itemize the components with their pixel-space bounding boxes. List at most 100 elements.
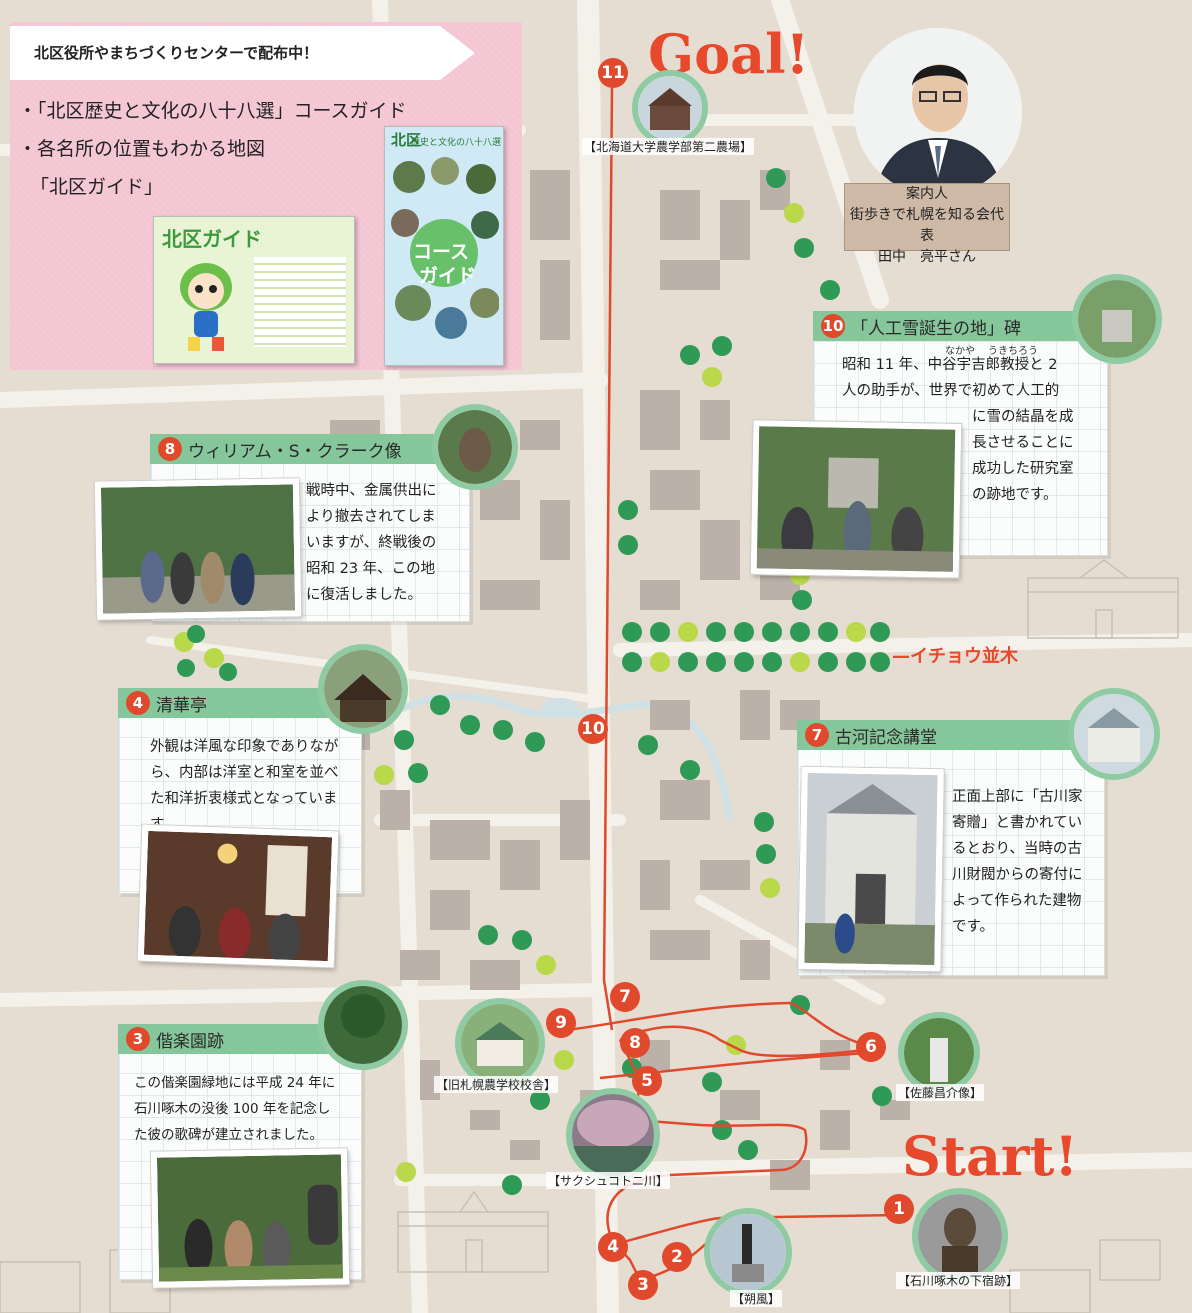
spot-3-line-3: た彼の歌碑が建立されました。 <box>134 1127 323 1143</box>
guide-caption-line-1: 案内人 <box>906 186 948 202</box>
route-marker-1: 1 <box>884 1194 914 1224</box>
route-marker-4: 4 <box>598 1232 628 1262</box>
ishikawa-label: 【石川啄木の下宿跡】 <box>896 1272 1021 1289</box>
spot-8-desc: 戦時中、金属供出に より撤去されてしま いますが、終戦後の 昭和 23 年、この… <box>306 478 437 608</box>
spot-8-line-1: 戦時中、金属供出に <box>306 483 437 499</box>
spot-7-desc: 正面上部に「古川家 寄贈」と書かれてい るとおり、当時の古 川財閥からの寄付に … <box>952 784 1083 940</box>
spot-10-desc-bottom: に雪の結晶を成 長させることに 成功した研究室 の跡地です。 <box>972 404 1074 508</box>
spot-8-line-5: に復活しました。 <box>306 587 422 603</box>
spot-7-photo <box>798 766 944 972</box>
route-marker-8: 8 <box>620 1028 650 1058</box>
spot-3-desc: この偕楽園緑地には平成 24 年に 石川啄木の没後 100 年を記念し た彼の歌… <box>134 1070 335 1148</box>
course-booklet-title-1: コース <box>413 241 470 263</box>
trees <box>174 168 892 1195</box>
spot-7-thumb <box>1068 688 1160 780</box>
spot-3-header: 3 偕楽園跡 <box>118 1024 334 1054</box>
spot-7-title: 古河記念講堂 <box>835 727 937 748</box>
kita-guide-booklet: 北区ガイド <box>153 216 355 364</box>
spot-4-thumb <box>318 644 408 734</box>
info-line-3: 「北区ガイド」 <box>30 176 164 198</box>
spot-10-header: 10 「人工雪誕生の地」碑 <box>813 311 1113 341</box>
spot-4-line-2: ら、内部は洋室と和室を並べ <box>150 765 339 781</box>
spot-10-line-6: の跡地です。 <box>972 487 1058 503</box>
course-guide-booklet: 北区 歴史と文化の八十八選 コース ガイド <box>384 126 504 366</box>
spot-10-line-4: 長させることに <box>972 435 1074 451</box>
spot-10-thumb <box>1072 274 1162 364</box>
spot-7-line-3: るとおり、当時の古 <box>952 841 1082 857</box>
spot-10-ruby-1: なかや <box>945 346 975 357</box>
spot-3-line-2: 石川啄木の没後 100 年を記念し <box>134 1101 331 1117</box>
route-marker-11: 11 <box>598 58 628 88</box>
spot-8-number: 8 <box>158 437 182 461</box>
distribution-info-panel: 北区役所やまちづくりセンターで配布中！ ・「北区歴史と文化の八十八選」コースガイ… <box>10 22 522 370</box>
farm-thumb <box>632 70 708 146</box>
start-text: Start! <box>902 1124 1079 1188</box>
spot-10-title: 「人工雪誕生の地」碑 <box>851 318 1021 339</box>
spot-3-thumb <box>318 980 408 1070</box>
route-marker-2: 2 <box>662 1242 692 1272</box>
course-photos-collage <box>391 157 499 339</box>
farm-label: 【北海道大学農学部第二農場】 <box>582 138 755 155</box>
spot-10-line-5: 成功した研究室 <box>972 461 1074 477</box>
spot-10-photo <box>750 420 962 578</box>
spot-7-header: 7 古河記念講堂 <box>797 720 1103 750</box>
sakushu-thumb <box>566 1088 660 1182</box>
spot-4-title: 清華亭 <box>156 695 207 716</box>
info-banner-text: 北区役所やまちづくりセンターで配布中！ <box>34 44 319 62</box>
info-line-2: ・各名所の位置もわかる地図 <box>18 138 266 160</box>
spot-4-line-1: 外観は洋風な印象でありなが <box>150 739 339 755</box>
spot-3-line-1: この偕楽園緑地には平成 24 年に <box>134 1075 336 1091</box>
person-icon <box>854 28 1022 196</box>
banner-arrow <box>10 26 475 80</box>
route-marker-9: 9 <box>546 1008 576 1038</box>
spot-10-ruby-2: うきちろう <box>988 346 1038 357</box>
mascot-icon <box>180 263 232 351</box>
course-booklet-title-2: ガイド <box>419 265 477 287</box>
guide-caption-line-3: 田中 亮平さん <box>878 249 976 265</box>
spot-4-desc: 外観は洋風な印象でありなが ら、内部は洋室と和室を並べ た和洋折衷様式となってい… <box>150 734 339 838</box>
spot-10-line-3: に雪の結晶を成 <box>972 409 1074 425</box>
ishikawa-thumb <box>912 1188 1008 1284</box>
sato-thumb <box>898 1012 980 1094</box>
spot-7-line-6: です。 <box>952 919 995 935</box>
spot-7-line-2: 寄贈」と書かれてい <box>952 815 1083 831</box>
spot-8-line-4: 昭和 23 年、この地 <box>306 561 436 577</box>
spot-7-line-5: よって作られた建物 <box>952 893 1082 909</box>
kyuusha-thumb <box>455 998 545 1088</box>
route-marker-6: 6 <box>856 1032 886 1062</box>
spot-4-number: 4 <box>126 691 150 715</box>
route-marker-5: 5 <box>632 1066 662 1096</box>
sato-label: 【佐藤昌介像】 <box>896 1084 985 1101</box>
spot-4-line-4: す。 <box>150 817 178 833</box>
spot-7-line-4: 川財閥からの寄付に <box>952 867 1083 883</box>
icho-namiki-label: —イチョウ並木 <box>892 646 1018 667</box>
sakushu-label: 【サクシュコトニ川】 <box>546 1172 671 1189</box>
course-booklet-top: 北区 <box>391 131 422 149</box>
spot-10-desc-top: 昭和 11 年、中谷宇吉郎教授と 2 人の助手が、世界で初めて人工的 <box>842 352 1059 404</box>
spot-10-number: 10 <box>821 314 845 338</box>
spot-3-photo <box>150 1148 350 1288</box>
asakaze-label: 【朔風】 <box>730 1290 783 1307</box>
guide-person-portrait <box>854 28 1022 196</box>
guide-person-caption: 案内人 街歩きで札幌を知る会代表 田中 亮平さん <box>844 183 1010 265</box>
spot-8-line-3: いますが、終戦後の <box>306 535 437 551</box>
spot-3-number: 3 <box>126 1027 150 1051</box>
spot-8-title: ウィリアム・S・クラーク像 <box>188 441 402 462</box>
spot-10-line-1: 昭和 11 年、中谷宇吉郎教授と 2 <box>842 357 1058 373</box>
spot-3-title: 偕楽園跡 <box>156 1031 224 1052</box>
spot-4-photo <box>137 824 339 968</box>
spot-10-line-2: 人の助手が、世界で初めて人工的 <box>842 383 1060 399</box>
spot-8-line-2: より撤去されてしま <box>306 509 436 525</box>
course-booklet-sub: 歴史と文化の八十八選 <box>411 138 502 148</box>
route-marker-3: 3 <box>628 1270 658 1300</box>
asakaze-thumb <box>704 1208 792 1296</box>
building-sketch <box>0 559 1179 1313</box>
spot-7-number: 7 <box>805 723 829 747</box>
spot-8-photo <box>94 478 302 620</box>
spot-7-line-1: 正面上部に「古川家 <box>952 789 1083 805</box>
guide-booklet-title: 北区ガイド <box>162 227 262 251</box>
guide-caption-line-2: 街歩きで札幌を知る会代表 <box>850 207 1004 244</box>
route-marker-10: 10 <box>578 714 608 744</box>
kyuusha-label: 【旧札幌農学校校舎】 <box>434 1076 559 1093</box>
